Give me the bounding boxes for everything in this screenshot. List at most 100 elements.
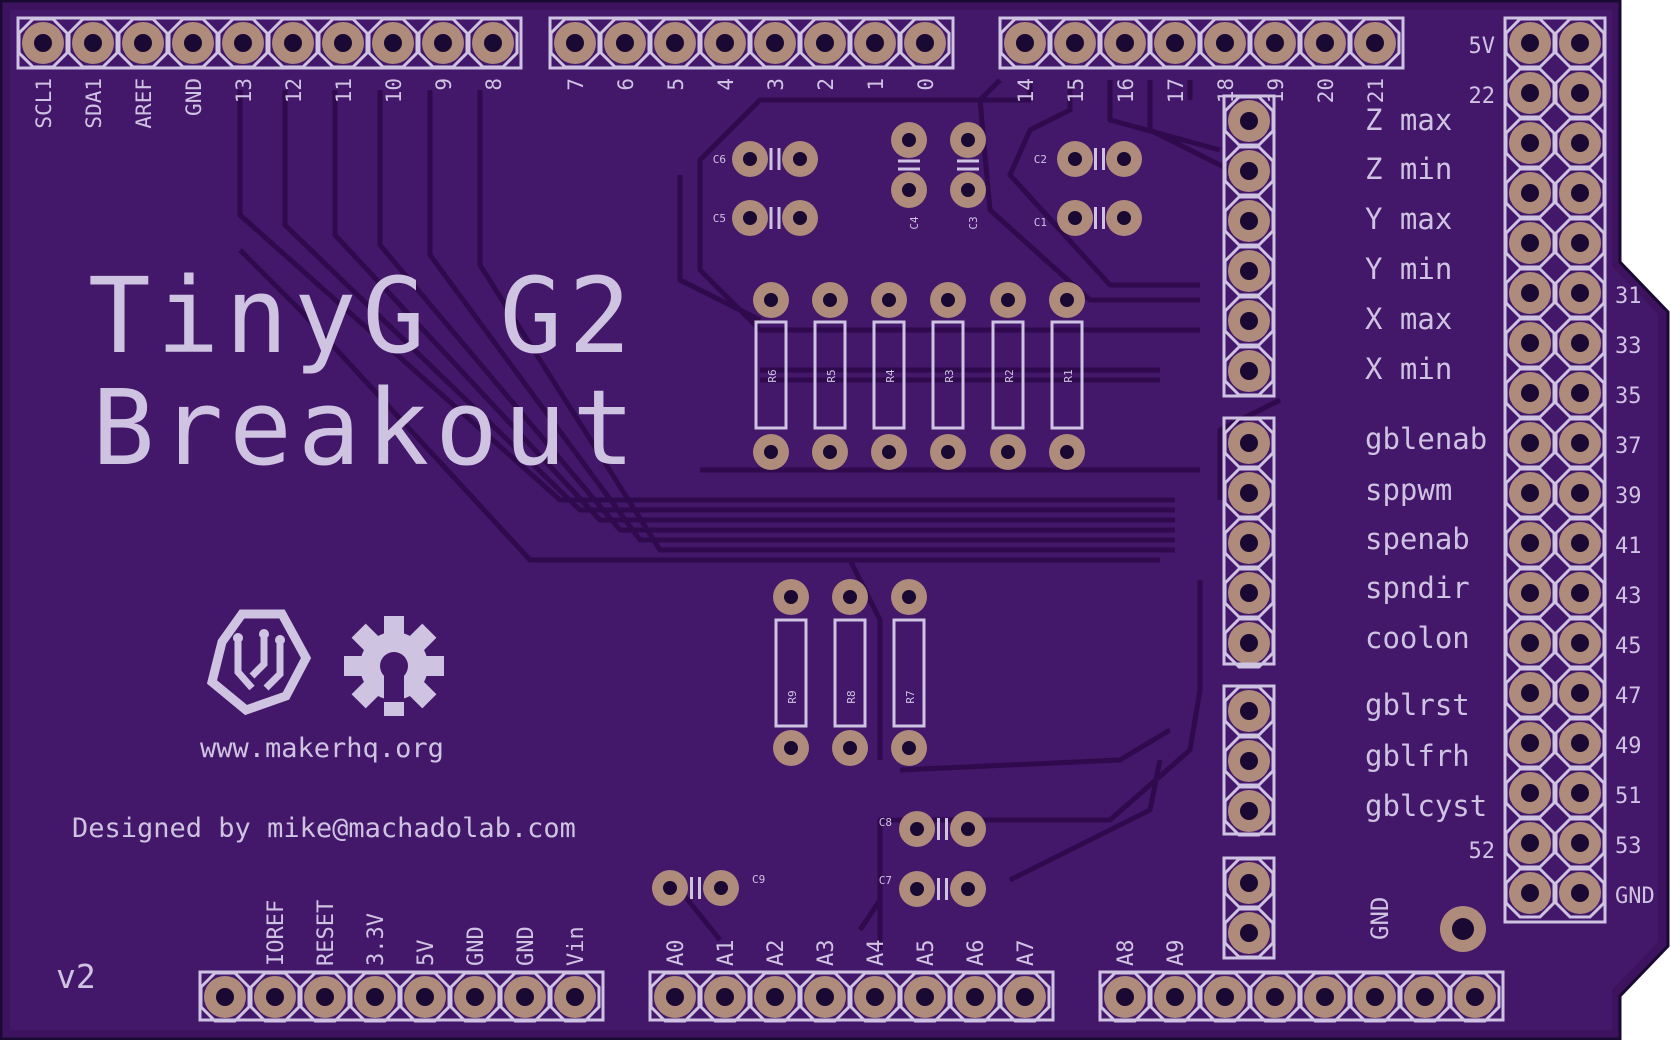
pad [799, 17, 851, 69]
pad [849, 17, 901, 69]
pin-label: 51 [1615, 784, 1642, 809]
pad [1554, 317, 1606, 369]
pad [999, 17, 1051, 69]
component-ref: C5 [713, 212, 726, 225]
pad [699, 971, 751, 1023]
pin-label: 22 [1469, 84, 1496, 109]
pad [732, 200, 768, 236]
pad [930, 282, 966, 318]
signal-label: Z max [1365, 103, 1452, 137]
pad [1099, 17, 1151, 69]
pad [930, 434, 966, 470]
pad [67, 17, 119, 69]
signal-label: X max [1365, 302, 1452, 336]
designer-credit: Designed by mike@machadolab.com [72, 813, 576, 844]
website-url: www.makerhq.org [200, 733, 444, 764]
trace [1107, 80, 1221, 153]
pad [117, 17, 169, 69]
pad [1299, 971, 1351, 1023]
signal-label: spndir [1365, 571, 1470, 605]
trace [847, 558, 883, 760]
component-ref: R5 [825, 369, 838, 382]
pad [1554, 717, 1606, 769]
trace [477, 90, 1175, 553]
resistor-body [872, 320, 906, 430]
pad [1554, 467, 1606, 519]
pad [773, 730, 809, 766]
pin-label: 1 [864, 78, 888, 91]
pin-label: A7 [1014, 940, 1039, 967]
pad [773, 579, 809, 615]
pin-label: 0 [914, 78, 938, 91]
pad [1554, 117, 1606, 169]
pad [1554, 417, 1606, 469]
pad [367, 17, 419, 69]
trace [1007, 80, 1200, 288]
component-ref: R6 [766, 369, 779, 382]
pad [499, 971, 551, 1023]
pad [899, 971, 951, 1023]
pad [1049, 282, 1085, 318]
pin-label: 7 [564, 78, 588, 91]
pad [899, 811, 935, 847]
pad [1504, 617, 1556, 669]
component-ref: C3 [967, 216, 980, 229]
trace [238, 248, 1160, 563]
pin-label: 31 [1615, 284, 1642, 309]
pad [1149, 17, 1201, 69]
pad [1504, 467, 1556, 519]
signal-label: Y min [1365, 252, 1452, 286]
pad [782, 141, 818, 177]
pin-label: 37 [1615, 434, 1642, 459]
pin-label: 13 [232, 78, 256, 103]
pad [832, 730, 868, 766]
pad [990, 282, 1026, 318]
header-outline [198, 970, 605, 1022]
resistor-body [892, 618, 926, 728]
pad [1249, 17, 1301, 69]
pad [1099, 971, 1151, 1023]
pad [950, 172, 986, 208]
pad [732, 141, 768, 177]
pad [949, 971, 1001, 1023]
logos: www.makerhq.org Designed by mike@machado… [56, 609, 576, 996]
pin-label: 45 [1615, 634, 1642, 659]
pad [1223, 345, 1275, 397]
header-outline [1222, 416, 1276, 666]
pin-label: RESET [314, 900, 339, 966]
pad [1504, 167, 1556, 219]
makerhq-logo [206, 609, 312, 716]
component-ref: R2 [1003, 369, 1016, 382]
component-ref: R9 [786, 690, 799, 703]
pin-label: 5V [414, 940, 439, 967]
pin-label: 33 [1615, 334, 1642, 359]
pin-label: 17 [1164, 78, 1188, 103]
pin-label: Vin [564, 926, 589, 966]
signal-label: gblcyst [1365, 789, 1487, 823]
title-line-1: TinyG G2 [88, 255, 637, 377]
pad [1223, 195, 1275, 247]
signal-label: coolon [1365, 621, 1470, 655]
pad [549, 17, 601, 69]
pad [891, 172, 927, 208]
pin-label: A3 [814, 940, 839, 967]
pad [749, 971, 801, 1023]
pad [1554, 17, 1606, 69]
pad [1504, 767, 1556, 819]
component-ref: R8 [845, 690, 858, 703]
pin-label: GND [464, 926, 489, 966]
pad [1504, 117, 1556, 169]
pin-label: 18 [1214, 78, 1238, 103]
signal-label: gblenab [1365, 422, 1487, 456]
pad [1249, 971, 1301, 1023]
pin-label: 5V [1469, 34, 1496, 59]
pin-label: IOREF [264, 900, 289, 966]
signal-label: spenab [1365, 522, 1470, 556]
component-ref: C8 [879, 816, 892, 829]
pad [1199, 971, 1251, 1023]
pad [17, 17, 69, 69]
pad [1049, 434, 1085, 470]
pad [1349, 971, 1401, 1023]
pin-label: 47 [1615, 684, 1642, 709]
signal-label: gblrst [1365, 688, 1470, 722]
